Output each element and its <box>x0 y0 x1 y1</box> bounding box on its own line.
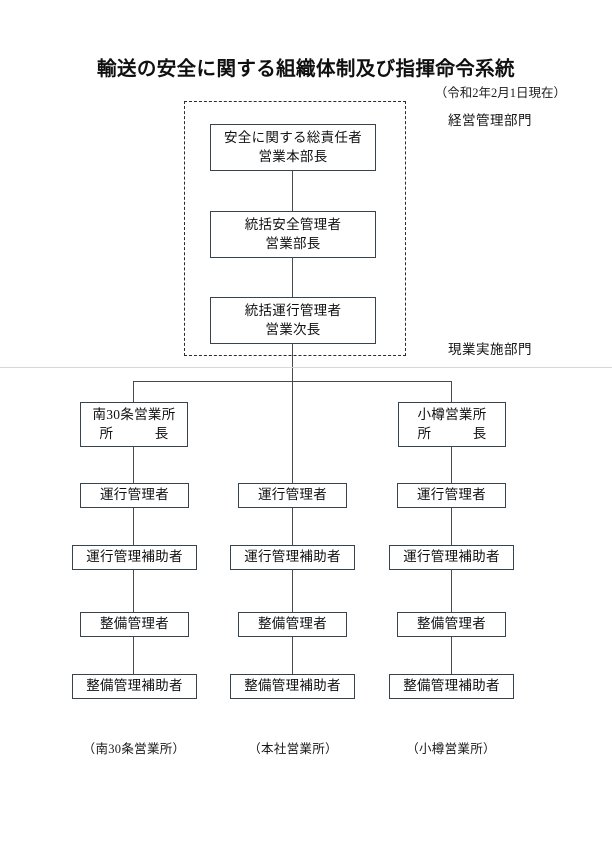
node-position: 営業次長 <box>265 321 321 337</box>
connector-col3-office-to-ops <box>451 447 453 483</box>
connector-chain-3-to-branch <box>292 344 294 381</box>
caption-col3: （小樽営業所） <box>406 742 496 756</box>
connector-chain-1-2 <box>292 171 294 211</box>
effective-date-note: （令和2年2月1日現在） <box>434 86 566 100</box>
node-label: 運行管理者 <box>100 487 169 503</box>
node-col3-maintenance-manager: 整備管理者 <box>397 612 506 637</box>
connector-col1-ops-to-ops-assistant <box>133 508 135 545</box>
branch-drop-right <box>451 381 453 403</box>
connector-col2-trunk-to-ops <box>292 381 294 483</box>
node-col1-operations-assistant: 運行管理補助者 <box>72 545 197 570</box>
node-col1-maintenance-assistant: 整備管理補助者 <box>72 674 197 699</box>
section-label-management: 経営管理部門 <box>448 113 532 128</box>
node-label: 整備管理者 <box>100 616 169 632</box>
connector-chain-2-3 <box>292 258 294 297</box>
node-office-head-otaru: 小樽営業所 所 長 <box>398 402 506 447</box>
office-name: 南30条営業所 <box>92 406 176 422</box>
connector-col2-maint-to-maint-assistant <box>292 637 294 674</box>
connector-col3-ops-assistant-to-maint <box>451 570 453 612</box>
node-label: 運行管理補助者 <box>244 549 341 565</box>
connector-col3-maint-to-maint-assistant <box>451 637 453 674</box>
node-position: 営業部長 <box>265 235 321 251</box>
node-col2-maintenance-manager: 整備管理者 <box>238 612 347 637</box>
caption-col1: （南30条営業所） <box>82 742 186 756</box>
connector-col3-ops-to-ops-assistant <box>451 508 453 545</box>
node-label: 整備管理補助者 <box>244 678 341 694</box>
node-col3-operations-assistant: 運行管理補助者 <box>389 545 514 570</box>
office-title: 所 長 <box>99 425 169 441</box>
node-label: 整備管理補助者 <box>403 678 500 694</box>
branch-drop-left <box>133 381 135 403</box>
node-label: 整備管理者 <box>258 616 327 632</box>
office-title: 所 長 <box>417 425 487 441</box>
management-department-boundary <box>184 101 406 356</box>
connector-col1-office-to-ops <box>133 447 135 483</box>
node-col1-operations-manager: 運行管理者 <box>80 483 189 508</box>
node-col2-operations-assistant: 運行管理補助者 <box>230 545 355 570</box>
caption-col2: （本社営業所） <box>248 742 338 756</box>
page-divider-rule <box>0 367 612 368</box>
node-col3-operations-manager: 運行管理者 <box>397 483 506 508</box>
node-general-safety-supervisor: 統括安全管理者 営業部長 <box>210 211 376 258</box>
node-col3-maintenance-assistant: 整備管理補助者 <box>389 674 514 699</box>
section-label-field-operations: 現業実施部門 <box>448 342 532 357</box>
node-position: 営業本部長 <box>258 148 328 164</box>
node-label: 整備管理者 <box>417 616 486 632</box>
connector-col2-ops-to-ops-assistant <box>292 508 294 545</box>
node-office-head-south30: 南30条営業所 所 長 <box>80 402 188 447</box>
node-label: 整備管理補助者 <box>86 678 183 694</box>
node-col1-maintenance-manager: 整備管理者 <box>80 612 189 637</box>
node-label: 運行管理補助者 <box>403 549 500 565</box>
node-label: 運行管理者 <box>258 487 327 503</box>
node-safety-general-manager: 安全に関する総責任者 営業本部長 <box>210 124 376 171</box>
node-col2-maintenance-assistant: 整備管理補助者 <box>230 674 355 699</box>
connector-col1-ops-assistant-to-maint <box>133 570 135 612</box>
node-role: 安全に関する総責任者 <box>224 129 362 145</box>
connector-col2-ops-assistant-to-maint <box>292 570 294 612</box>
node-role: 統括運行管理者 <box>244 302 342 318</box>
node-role: 統括安全管理者 <box>244 216 342 232</box>
node-label: 運行管理者 <box>417 487 486 503</box>
node-label: 運行管理補助者 <box>86 549 183 565</box>
node-general-operations-supervisor: 統括運行管理者 営業次長 <box>210 297 376 344</box>
page-title: 輸送の安全に関する組織体制及び指揮命令系統 <box>97 59 515 80</box>
office-name: 小樽営業所 <box>417 406 487 422</box>
connector-col1-maint-to-maint-assistant <box>133 637 135 674</box>
node-col2-operations-manager: 運行管理者 <box>238 483 347 508</box>
